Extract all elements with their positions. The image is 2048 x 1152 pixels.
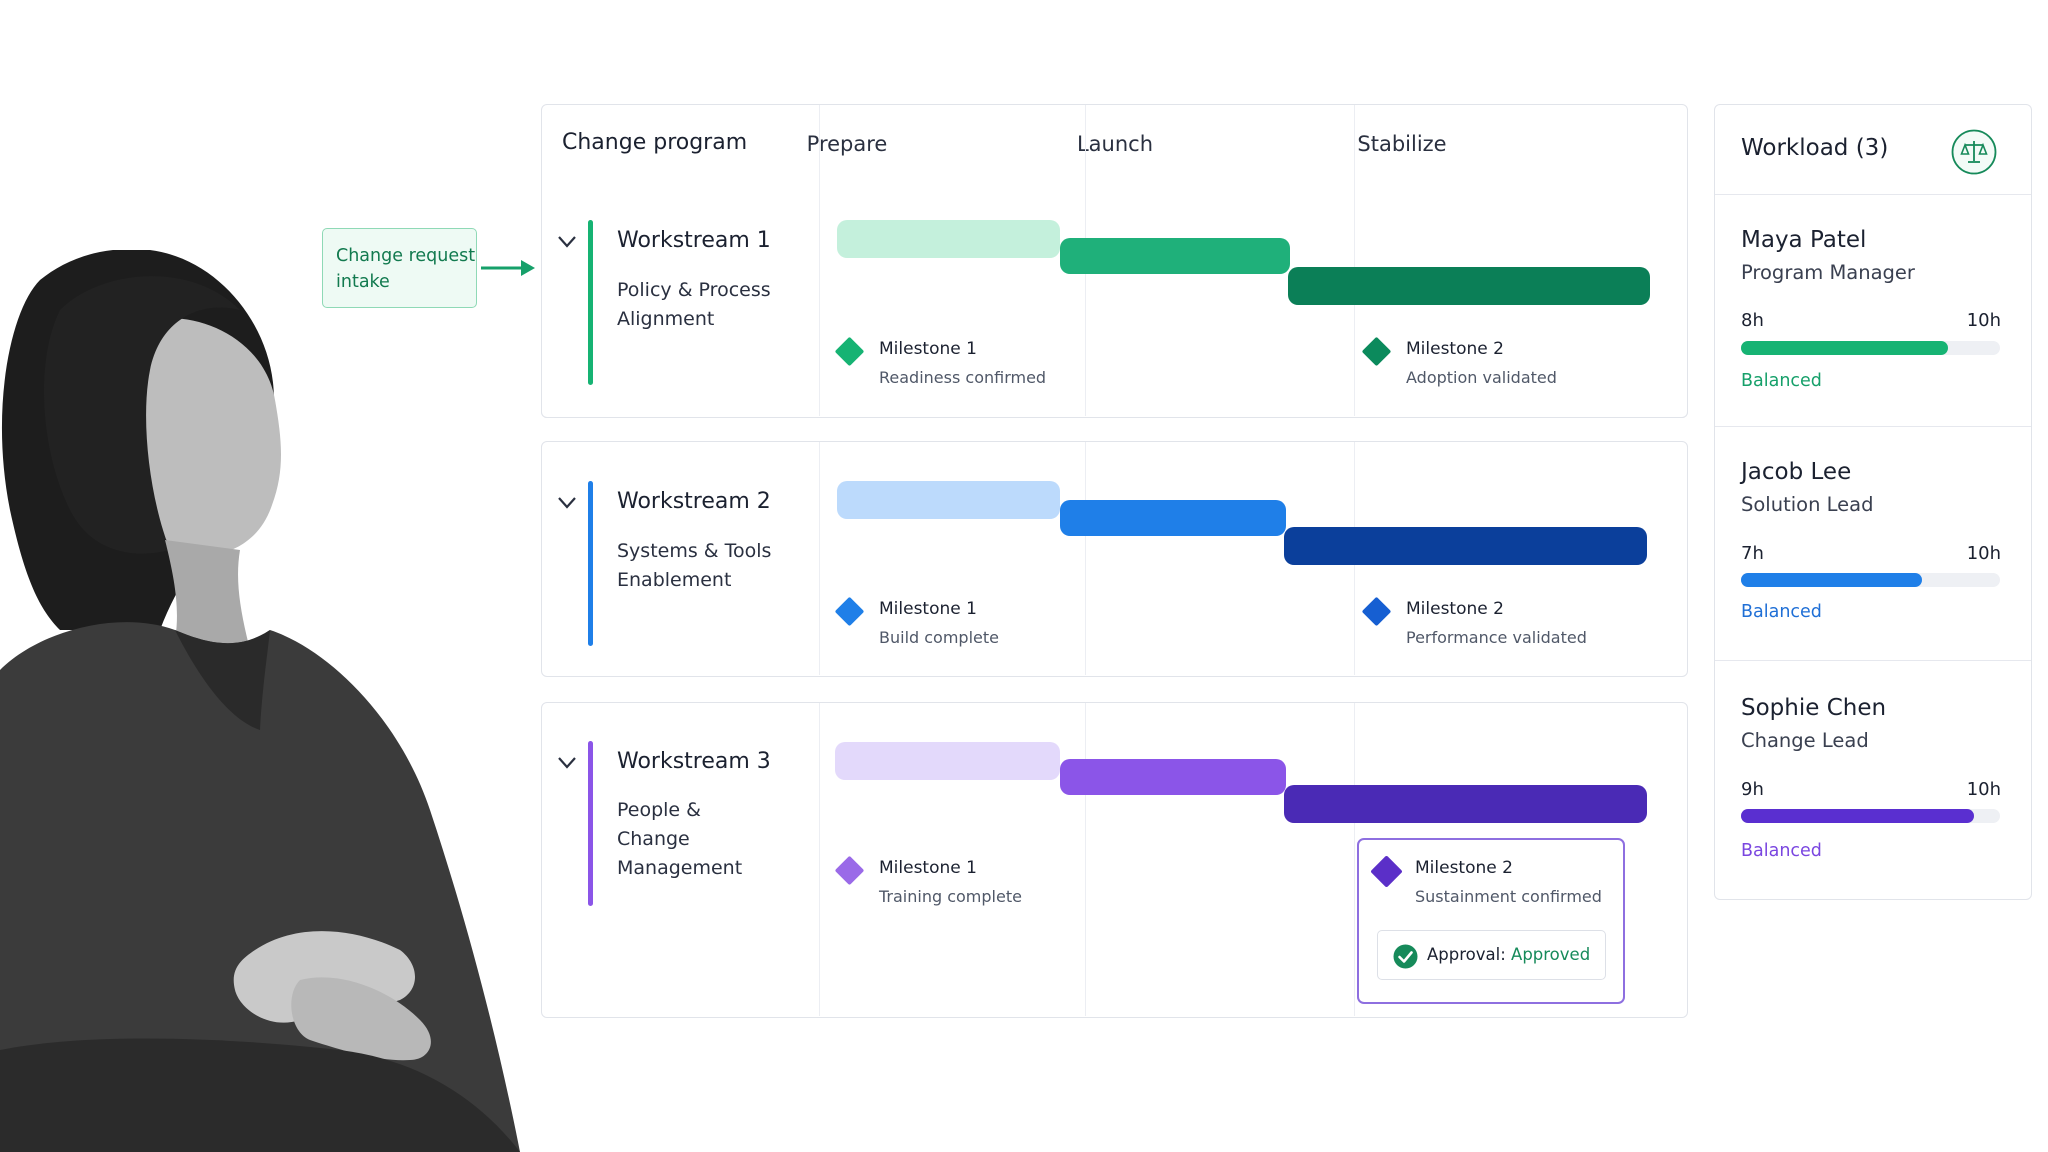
workload-person-row[interactable]: Sophie Chen Change Lead 9h 10h Balanced [1715,661,2031,897]
workstream-subtitle: People & Change Management [617,799,743,879]
grid-line [1354,703,1355,1016]
workstream-row-3[interactable]: Workstream 3 People & Change Management … [541,702,1688,1018]
diamond-icon [1361,336,1392,367]
person-photo [0,250,520,1152]
workstream-title: Workstream 2 [617,489,771,514]
chevron-down-icon[interactable] [557,235,577,249]
milestone-title: Milestone 2 [1406,339,1504,359]
workload-panel: Workload (3) Maya Patel Program Manager … [1714,104,2032,900]
milestone-title: Milestone 1 [879,339,977,359]
workload-bar-fill [1741,573,1923,587]
milestone-subtitle: Build complete [879,628,999,647]
milestone-2-approval-card[interactable]: Milestone 2 Sustainment confirmed Approv… [1357,838,1625,1004]
program-title: Change program [562,130,748,155]
gantt-bar-stabilize[interactable] [1284,527,1647,565]
workload-status: Balanced [1741,841,1822,861]
change-request-intake-callout[interactable]: Change request intake [322,228,477,308]
milestone-subtitle: Performance validated [1406,628,1587,647]
hours-used: 7h [1741,543,1764,564]
grid-line [819,181,820,416]
grid-line [819,105,820,182]
gantt-bar-launch[interactable] [1060,238,1290,274]
workstream-row-1[interactable]: Workstream 1 Policy & Process Alignment … [541,181,1688,418]
grid-line [1085,703,1086,1016]
gantt-bar-prepare[interactable] [837,220,1060,258]
diamond-icon [1370,855,1403,888]
workload-bar-track [1741,341,2000,355]
workload-bar-track [1741,809,2000,823]
workload-person-row[interactable]: Maya Patel Program Manager 8h 10h Balanc… [1715,195,2031,427]
timeline-header: Change program Prepare Launch Stabilize [542,105,1687,182]
hours-capacity: 10h [1966,310,2001,331]
milestone-subtitle: Readiness confirmed [879,368,1047,387]
diamond-icon [834,855,865,886]
milestone-title: Milestone 2 [1415,858,1513,878]
grid-line [1085,181,1086,416]
approval-status-pill[interactable]: Approval: Approved [1377,930,1606,980]
phase-launch[interactable]: Launch [1076,132,1154,156]
workstream-subtitle: Systems & Tools Enablement [617,540,772,591]
workload-title: Workload (3) [1741,135,1889,161]
person-name: Maya Patel [1741,227,1867,253]
diamond-icon [834,596,865,627]
workstream-accent-bar [588,220,593,385]
workload-status: Balanced [1741,371,1822,391]
gantt-bar-stabilize[interactable] [1288,267,1650,305]
workstream-title: Workstream 1 [617,228,771,253]
workload-person-row[interactable]: Jacob Lee Solution Lead 7h 10h Balanced [1715,427,2031,661]
workstream-title: Workstream 3 [617,749,771,774]
gantt-bar-launch[interactable] [1060,759,1286,795]
gantt-bar-prepare[interactable] [837,481,1060,519]
grid-line [819,703,820,1016]
chevron-down-icon[interactable] [557,756,577,770]
milestone-title: Milestone 2 [1406,599,1504,619]
person-name: Sophie Chen [1741,695,1887,721]
gantt-bar-stabilize[interactable] [1284,785,1647,823]
workstream-accent-bar [588,481,593,646]
milestone-subtitle: Sustainment confirmed [1415,887,1602,906]
phase-stabilize[interactable]: Stabilize [1357,132,1447,156]
person-role: Solution Lead [1741,493,1874,516]
milestone-subtitle: Adoption validated [1406,368,1557,387]
workstream-row-2[interactable]: Workstream 2 Systems & Tools Enablement … [541,441,1688,677]
workload-status: Balanced [1741,602,1822,622]
person-role: Change Lead [1741,729,1869,752]
arrow-right-icon [481,260,535,276]
check-circle-icon [1393,944,1418,969]
phase-prepare[interactable]: Prepare [806,132,888,156]
hours-capacity: 10h [1966,779,2001,800]
diamond-icon [834,336,865,367]
workload-bar-track [1741,573,2000,587]
workstream-accent-bar [588,741,593,906]
workstream-subtitle: Policy & Process Alignment [617,279,771,330]
grid-line [1085,105,1086,182]
hours-used: 9h [1741,779,1764,800]
workload-header: Workload (3) [1715,105,2031,195]
intake-label: Change request intake [336,246,476,292]
workload-bar-fill [1741,341,1949,355]
balance-scale-icon[interactable] [1951,129,1997,175]
hours-used: 8h [1741,310,1764,331]
milestone-title: Milestone 1 [879,599,977,619]
grid-line [819,442,820,675]
gantt-bar-launch[interactable] [1060,500,1286,536]
chevron-down-icon[interactable] [557,496,577,510]
workload-bar-fill [1741,809,1975,823]
milestone-subtitle: Training complete [879,887,1022,906]
approval-value: Approved [1511,945,1591,964]
person-role: Program Manager [1741,261,1915,284]
grid-line [1085,442,1086,675]
person-name: Jacob Lee [1741,459,1852,485]
diamond-icon [1361,596,1392,627]
gantt-bar-prepare[interactable] [835,742,1060,780]
hours-capacity: 10h [1966,543,2001,564]
grid-line [1354,105,1355,182]
approval-label: Approval: [1427,945,1506,964]
milestone-title: Milestone 1 [879,858,977,878]
